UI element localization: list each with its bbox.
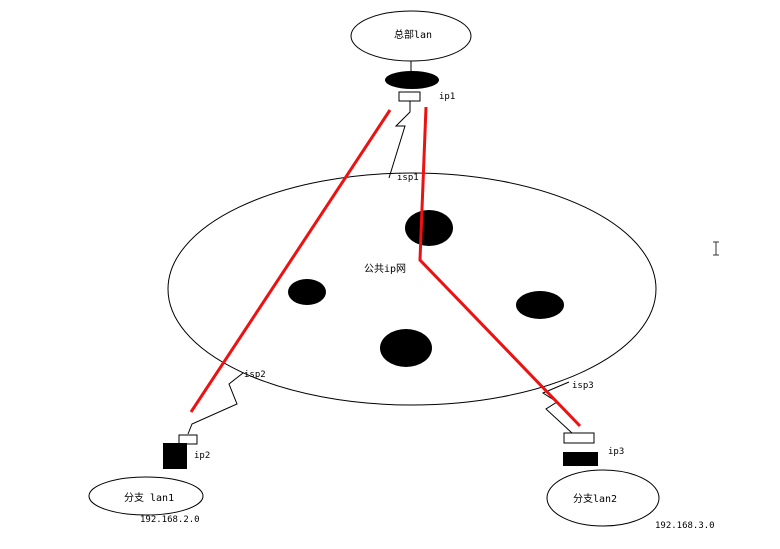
subnet2-label: 192.168.3.0: [655, 521, 715, 531]
router-node-right: [516, 291, 564, 319]
hq-lan-label: 总部lan: [394, 28, 432, 41]
ip2-label: ip2: [194, 451, 210, 461]
isp1-lightning-link: [388, 101, 411, 179]
isp2-lightning-link: [187, 372, 244, 435]
branch2-lan-label: 分支lan2: [573, 493, 617, 505]
router-node-bottom: [380, 329, 432, 367]
branch1-lan-ellipse: [88, 476, 204, 516]
ip3-label: ip3: [608, 447, 624, 457]
text-cursor-icon: [713, 241, 719, 256]
branch2-port-icon: [563, 432, 595, 444]
isp2-label: isp2: [244, 370, 266, 380]
ip1-label: ip1: [439, 92, 455, 102]
public-network-label: 公共ip网: [364, 263, 406, 275]
branch1-router-icon: [163, 443, 187, 469]
isp1-label: isp1: [397, 173, 419, 183]
subnet1-label: 192.168.2.0: [140, 515, 200, 525]
branch1-port-icon: [178, 434, 198, 445]
tunnel-line-hq-branch2: [418, 106, 582, 428]
isp3-lightning-link: [541, 381, 573, 434]
tunnel-line-hq-branch1: [189, 109, 392, 413]
isp3-label: isp3: [572, 381, 594, 391]
branch1-lan-label: 分支 lan1: [124, 492, 174, 504]
branch2-router-icon: [563, 452, 598, 466]
router-node-top: [405, 210, 453, 246]
public-network-ellipse: [167, 172, 657, 406]
hq-router-icon: [385, 71, 439, 89]
hq-port-icon: [398, 91, 421, 102]
router-node-left: [288, 279, 326, 305]
branch2-lan-ellipse: [546, 469, 660, 527]
